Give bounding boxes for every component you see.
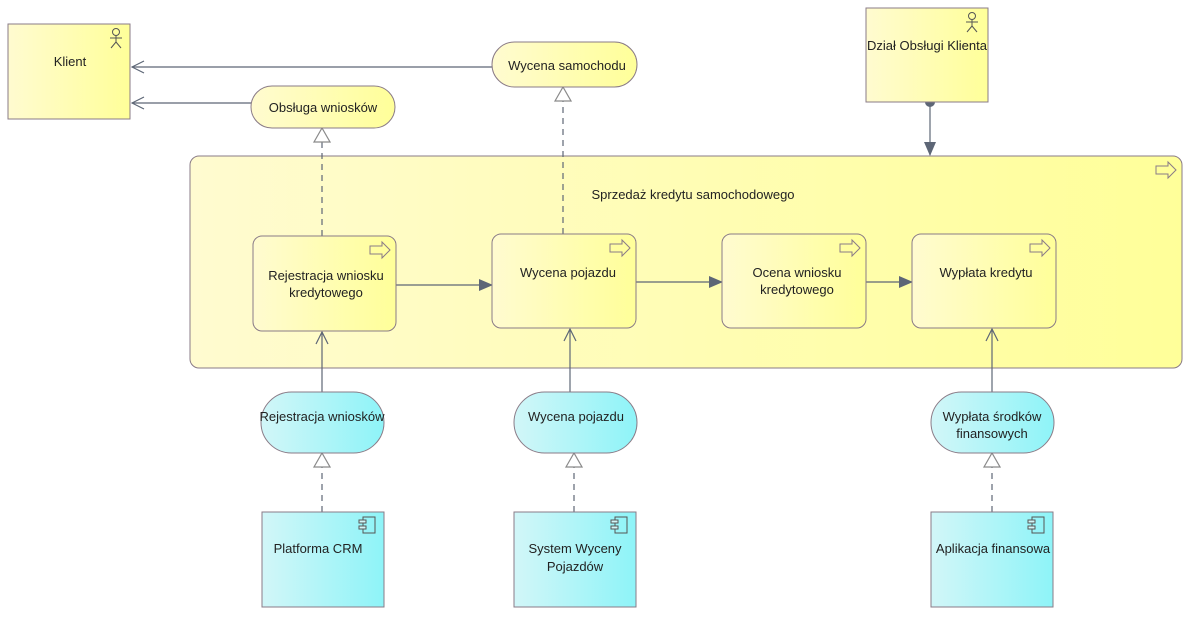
process-label-line2: kredytowego (289, 285, 363, 300)
component-platforma-crm[interactable]: Platforma CRM (261, 511, 385, 608)
component-icon (358, 516, 376, 534)
component-label: Aplikacja finansowa (936, 541, 1051, 556)
component-aplikacja-finansowa[interactable]: Aplikacja finansowa (930, 511, 1054, 608)
service-label: Wycena samochodu (508, 58, 626, 73)
process-wycena-pojazdu[interactable]: Wycena pojazdu (491, 233, 637, 329)
component-icon (610, 516, 628, 534)
process-label: Wycena pojazdu (520, 265, 616, 280)
app-service-rejestracja-wnioskow[interactable]: Rejestracja wniosków (260, 391, 386, 454)
component-system-wyceny[interactable]: System Wyceny Pojazdów (513, 511, 637, 608)
component-label: Platforma CRM (274, 541, 363, 556)
component-label-line1: System Wyceny (528, 541, 622, 556)
process-label: Wypłata kredytu (939, 265, 1032, 280)
process-ocena-wniosku[interactable]: Ocena wniosku kredytowego (721, 233, 867, 329)
process-rejestracja-wniosku[interactable]: Rejestracja wniosku kredytowego (252, 235, 397, 332)
actor-label: Dział Obsługi Klienta (867, 38, 988, 53)
service-wycena-samochodu[interactable]: Wycena samochodu (491, 41, 638, 88)
actor-klient[interactable]: Klient (7, 23, 131, 120)
service-obsluga-wnioskow[interactable]: Obsługa wniosków (250, 85, 396, 129)
component-icon (1027, 516, 1045, 534)
app-service-wyplata-srodkow[interactable]: Wypłata środków finansowych (930, 391, 1055, 454)
app-service-label: Rejestracja wniosków (260, 409, 386, 424)
actor-dzial-obslugi-klienta[interactable]: Dział Obsługi Klienta (865, 7, 989, 103)
connections (132, 67, 992, 512)
actor-label: Klient (54, 54, 87, 69)
process-label-line1: Ocena wniosku (753, 265, 842, 280)
app-service-label-line2: finansowych (956, 426, 1028, 441)
app-service-label-line1: Wypłata środków (943, 409, 1042, 424)
process-arrow-icon (609, 238, 631, 258)
process-arrow-icon (839, 238, 861, 258)
process-arrow-icon (1029, 238, 1051, 258)
process-wyplata-kredytu[interactable]: Wypłata kredytu (911, 233, 1057, 329)
app-service-wycena-pojazdu[interactable]: Wycena pojazdu (513, 391, 638, 454)
component-label-line2: Pojazdów (547, 559, 604, 574)
service-label: Obsługa wniosków (269, 100, 378, 115)
process-title: Sprzedaż kredytu samochodowego (591, 187, 794, 202)
process-arrow-icon (369, 240, 391, 260)
process-label-line2: kredytowego (760, 282, 834, 297)
app-service-label: Wycena pojazdu (528, 409, 624, 424)
process-label-line1: Rejestracja wniosku (268, 268, 384, 283)
actor-icon (110, 28, 122, 49)
actor-icon (966, 12, 978, 33)
process-arrow-icon (1155, 160, 1177, 180)
